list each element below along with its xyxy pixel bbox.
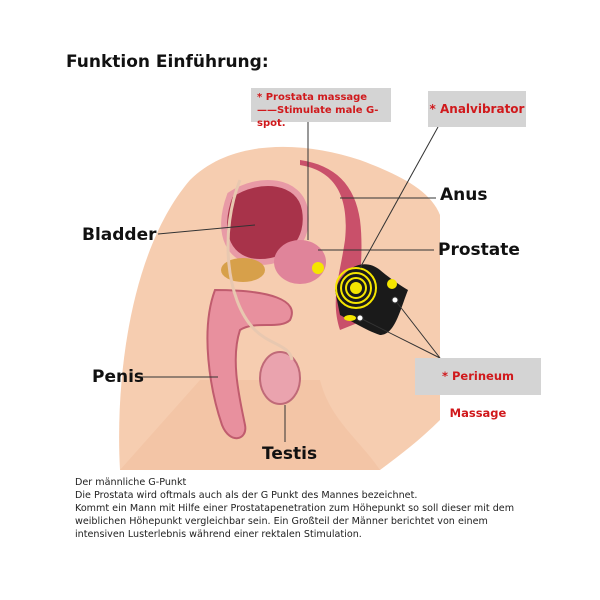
description: Der männliche G-Punkt Die Prostata wird … bbox=[75, 476, 555, 541]
callout-perineum: * Perineum Massage bbox=[415, 358, 541, 420]
callout-prostata-line2: ——Stimulate male G-spot. bbox=[257, 105, 379, 129]
pubic-bone bbox=[221, 258, 265, 282]
callout-prostata-massage: * Prostata massage ——Stimulate male G-sp… bbox=[251, 88, 391, 129]
description-line: Der männliche G-Punkt bbox=[75, 477, 187, 488]
label-penis: Penis bbox=[92, 367, 145, 387]
vibration-rings bbox=[335, 267, 377, 309]
callout-analvibrator: * Analvibrator bbox=[428, 91, 526, 127]
label-bladder: Bladder bbox=[82, 225, 157, 245]
callout-prostata-line1: * Prostata massage bbox=[257, 92, 368, 103]
description-line: Die Prostata wird oftmals auch als der G… bbox=[75, 490, 418, 501]
description-line: Kommt ein Mann mit Hilfe einer Prostatap… bbox=[75, 503, 515, 514]
label-prostate: Prostate bbox=[438, 240, 520, 260]
label-testis: Testis bbox=[262, 444, 318, 464]
callout-analvibrator-text: * Analvibrator bbox=[429, 102, 525, 116]
testis bbox=[259, 351, 301, 405]
description-line: intensiven Lusterlebnis während einer re… bbox=[75, 529, 362, 540]
page-title: Funktion Einführung: bbox=[66, 52, 269, 72]
description-line: weiblichen Höhepunkt vergleichbar sein. … bbox=[75, 516, 488, 527]
label-anus: Anus bbox=[440, 185, 488, 205]
callout-perineum-text: * Perineum Massage bbox=[441, 369, 514, 420]
penis bbox=[206, 288, 293, 440]
prostate bbox=[274, 240, 326, 284]
